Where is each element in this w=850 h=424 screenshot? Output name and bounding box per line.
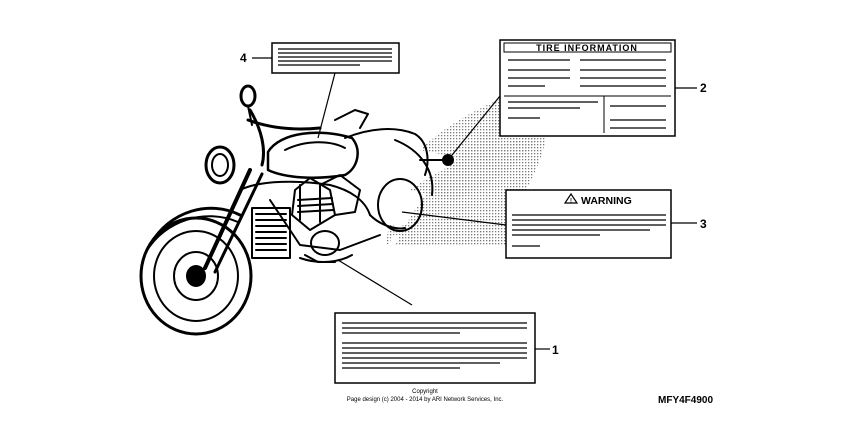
callout-3: 3 — [700, 217, 707, 231]
label-1-sticker — [334, 312, 536, 384]
warning-title: WARNING — [581, 195, 632, 207]
label-4-caution-sticker — [271, 42, 400, 74]
callout-2: 2 — [700, 81, 707, 95]
callout-1: 1 — [552, 343, 559, 357]
label-2-tire-information-sticker: TIRE INFORMATION — [499, 39, 676, 137]
honda-watermark-text: HONDA — [385, 218, 495, 251]
motorcycle-illustration — [139, 84, 454, 336]
mirror — [239, 84, 257, 108]
part-code: MFY4F4900 — [658, 395, 713, 406]
headlight — [204, 145, 236, 185]
copyright-line-1: Copyright — [412, 389, 438, 395]
fuel-tank — [266, 131, 359, 179]
tire-information-title: TIRE INFORMATION — [536, 43, 638, 53]
copyright-line-2: Page design (c) 2004 - 2014 by ARI Netwo… — [347, 397, 504, 403]
label-3-warning-sticker: ! WARNING — [505, 189, 672, 259]
radiator — [251, 207, 291, 259]
warning-triangle-icon — [563, 192, 579, 204]
svg-text:!: ! — [570, 199, 572, 205]
callout-4: 4 — [240, 51, 247, 65]
